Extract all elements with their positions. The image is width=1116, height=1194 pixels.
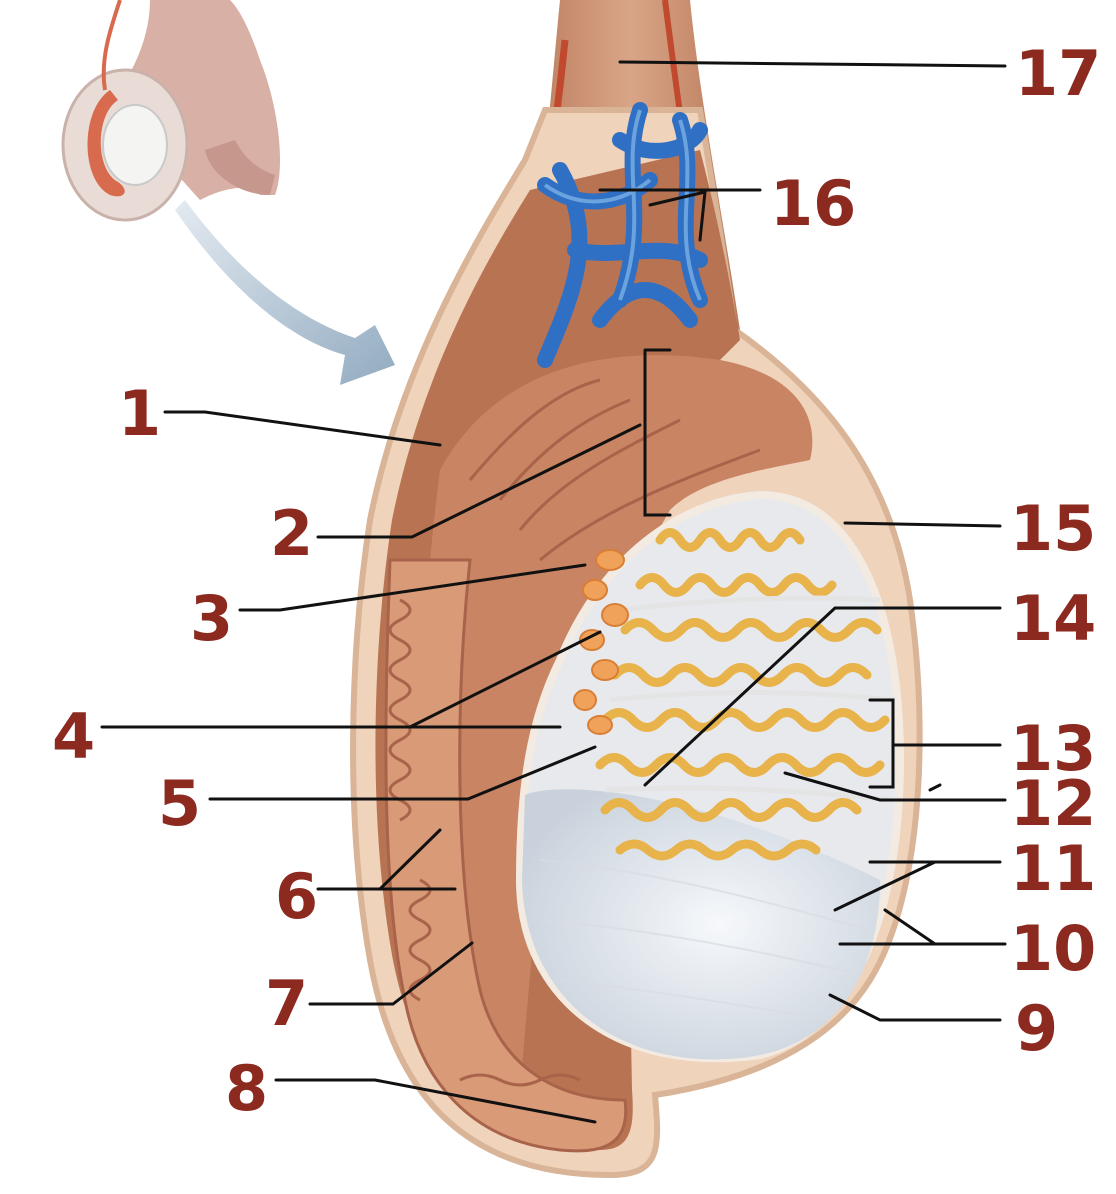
leader-9	[828, 993, 1002, 1022]
label-9: 9	[1015, 992, 1058, 1065]
label-15: 15	[1010, 492, 1096, 565]
leader-1	[163, 410, 442, 447]
label-8: 8	[225, 1052, 268, 1125]
label-3: 3	[190, 582, 233, 655]
label-5: 5	[158, 767, 201, 840]
label-1: 1	[118, 377, 161, 450]
leader-lines	[100, 60, 1007, 1124]
leader-15	[843, 521, 1002, 528]
leader-8	[274, 1078, 597, 1124]
inset-overview	[61, 0, 280, 222]
leader-16	[598, 188, 762, 242]
testis	[515, 490, 905, 1063]
label-2: 2	[270, 497, 313, 570]
leader-7	[308, 941, 474, 1006]
leader-10	[838, 908, 1007, 946]
leader-13	[868, 698, 1002, 792]
leader-17	[618, 60, 1007, 68]
leader-3	[238, 563, 587, 612]
label-6: 6	[275, 860, 318, 933]
label-4: 4	[52, 700, 95, 773]
label-14: 14	[1010, 582, 1096, 655]
label-11: 11	[1010, 832, 1096, 905]
label-16: 16	[770, 167, 856, 240]
label-12: 12	[1010, 767, 1096, 840]
leader-12	[783, 771, 1007, 802]
zoom-arrow	[175, 200, 395, 385]
label-17: 17	[1015, 37, 1101, 110]
leader-6	[316, 828, 457, 891]
label-13: 13	[1010, 712, 1096, 785]
leader-5	[208, 745, 597, 801]
leader-2	[316, 348, 672, 539]
number-labels: 1 2 3 4 5 6 7 8 9 10 11 12 13 14 15 16 1…	[52, 37, 1101, 1125]
label-7: 7	[265, 967, 308, 1040]
label-10: 10	[1010, 912, 1096, 985]
leader-4	[100, 630, 602, 729]
leader-14	[643, 606, 1002, 787]
rete-testis	[573, 549, 629, 735]
leader-11	[833, 860, 1002, 912]
